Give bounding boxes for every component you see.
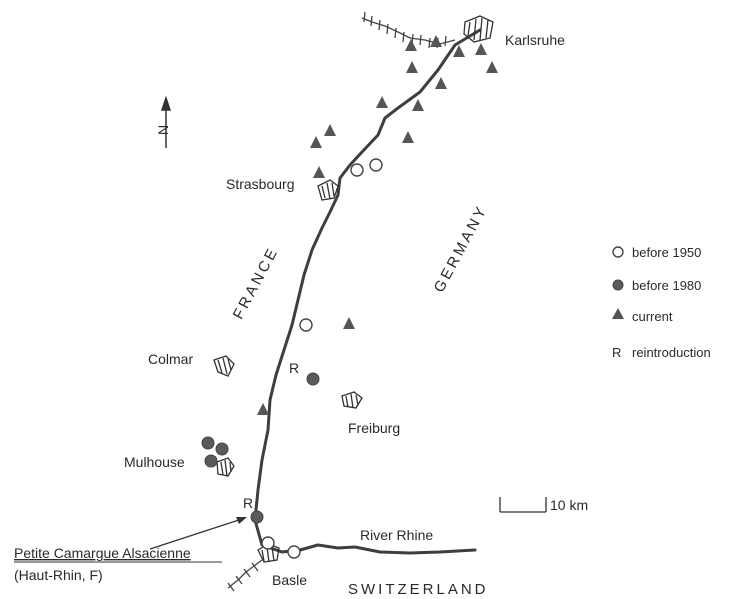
triangle-marker <box>310 136 322 148</box>
site-name: Petite Camargue Alsacienne <box>14 545 191 561</box>
site-pointer-arrow <box>149 517 246 550</box>
open-circle-marker <box>299 318 313 332</box>
triangle-marker <box>376 96 388 108</box>
circle-markers-before-1950 <box>261 158 383 559</box>
site-pointer-arrowhead <box>236 517 247 524</box>
north-label: N <box>155 125 171 135</box>
triangle-marker <box>412 99 424 111</box>
city-label-basle: Basle <box>272 572 307 588</box>
triangle-marker <box>324 124 336 136</box>
triangle-marker <box>453 45 465 57</box>
filled-circle-marker <box>204 454 218 468</box>
legend: before 1950 before 1980 current R reintr… <box>612 245 711 360</box>
triangle-marker <box>313 166 325 178</box>
legend-r-icon: R <box>612 345 621 360</box>
legend-open-circle-icon <box>612 246 624 258</box>
city-symbol-colmar <box>213 355 235 377</box>
country-label-switzerland: SWITZERLAND <box>348 581 489 598</box>
country-label-germany: GERMANY <box>431 202 491 295</box>
legend-label-before-1980: before 1980 <box>632 278 701 293</box>
legend-triangle-icon <box>612 308 624 319</box>
reintroduction-mark: R <box>289 360 299 376</box>
river-label: River Rhine <box>360 527 433 543</box>
site-region: (Haut-Rhin, F) <box>14 567 103 583</box>
border-north <box>361 11 456 49</box>
triangle-marker <box>486 61 498 73</box>
legend-label-before-1950: before 1950 <box>632 245 701 260</box>
open-circle-marker <box>350 163 364 177</box>
city-label-mulhouse: Mulhouse <box>124 454 185 470</box>
city-symbol-karlsruhe <box>463 15 494 43</box>
triangle-markers-current <box>257 35 498 415</box>
city-label-strasbourg: Strasbourg <box>226 176 294 192</box>
filled-circle-marker <box>215 442 229 456</box>
legend-label-current: current <box>632 309 673 324</box>
triangle-marker <box>406 61 418 73</box>
open-circle-marker <box>369 158 383 172</box>
triangle-marker <box>435 77 447 89</box>
triangle-marker <box>343 317 355 329</box>
city-symbol-strasbourg <box>317 179 339 201</box>
country-label-france: FRANCE <box>230 244 282 322</box>
border-south <box>227 559 263 592</box>
scale-bar <box>499 497 547 513</box>
triangle-marker <box>475 43 487 55</box>
reintroduction-mark: R <box>243 495 253 511</box>
north-arrow-icon <box>160 95 172 148</box>
triangle-marker <box>257 403 269 415</box>
open-circle-marker <box>261 536 275 550</box>
city-symbol-freiburg <box>341 391 363 409</box>
triangle-marker <box>405 39 417 51</box>
circle-markers-before-1980 <box>201 372 320 524</box>
filled-circle-marker <box>250 510 264 524</box>
filled-circle-marker <box>201 436 215 450</box>
city-label-karlsruhe: Karlsruhe <box>505 32 565 48</box>
city-label-freiburg: Freiburg <box>348 420 400 436</box>
filled-circle-marker <box>306 372 320 386</box>
city-symbol-mulhouse <box>216 457 235 477</box>
city-label-colmar: Colmar <box>148 351 193 367</box>
scale-label: 10 km <box>550 497 588 513</box>
triangle-marker <box>430 35 442 47</box>
open-circle-marker <box>287 545 301 559</box>
legend-label-reintroduction: reintroduction <box>632 345 711 360</box>
triangle-marker <box>402 131 414 143</box>
rhine-river-line <box>253 28 482 555</box>
legend-filled-circle-icon <box>612 279 624 291</box>
